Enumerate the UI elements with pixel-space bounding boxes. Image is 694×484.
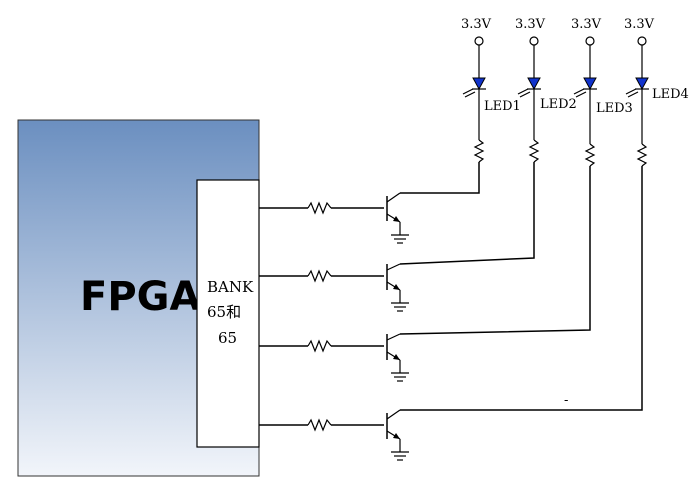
led-channel-1: 3.3V LED1 <box>259 17 521 244</box>
supply-label: 3.3V <box>571 17 602 32</box>
led-diode <box>583 77 597 91</box>
led-channel-3: 3.3V LED3 <box>259 17 633 382</box>
led-diode <box>635 77 649 91</box>
resistor-led <box>473 139 485 163</box>
resistor-base <box>307 269 332 283</box>
supply-label: 3.3V <box>515 17 546 32</box>
bank-label-line1: BANK <box>207 278 254 296</box>
resistor-base <box>307 339 332 353</box>
resistor-base <box>307 201 332 215</box>
led-label: LED2 <box>540 97 577 112</box>
resistor-led <box>584 143 596 167</box>
bank-box <box>196 179 260 448</box>
led-label: LED1 <box>484 99 521 114</box>
supply-label: 3.3V <box>461 17 492 32</box>
bank-label-line2: 65和 <box>207 303 241 321</box>
stray-mark: - <box>564 393 568 408</box>
supply-terminal <box>529 36 539 46</box>
resistor-base <box>307 418 332 432</box>
bank-label-line3: 65 <box>218 329 237 347</box>
resistor-led <box>636 143 648 167</box>
resistor-led <box>528 139 540 163</box>
fpga-label: FPGA <box>80 274 200 320</box>
led-label: LED3 <box>596 101 633 116</box>
supply-terminal <box>585 36 595 46</box>
supply-terminal <box>474 36 484 46</box>
supply-label: 3.3V <box>624 17 655 32</box>
led-diode <box>472 77 486 91</box>
led-channel-4: 3.3V LED4 - <box>259 17 689 461</box>
led-label: LED4 <box>652 87 689 102</box>
led-channel-2: 3.3V LED2 <box>259 17 577 312</box>
led-diode <box>527 77 541 91</box>
supply-terminal <box>637 36 647 46</box>
